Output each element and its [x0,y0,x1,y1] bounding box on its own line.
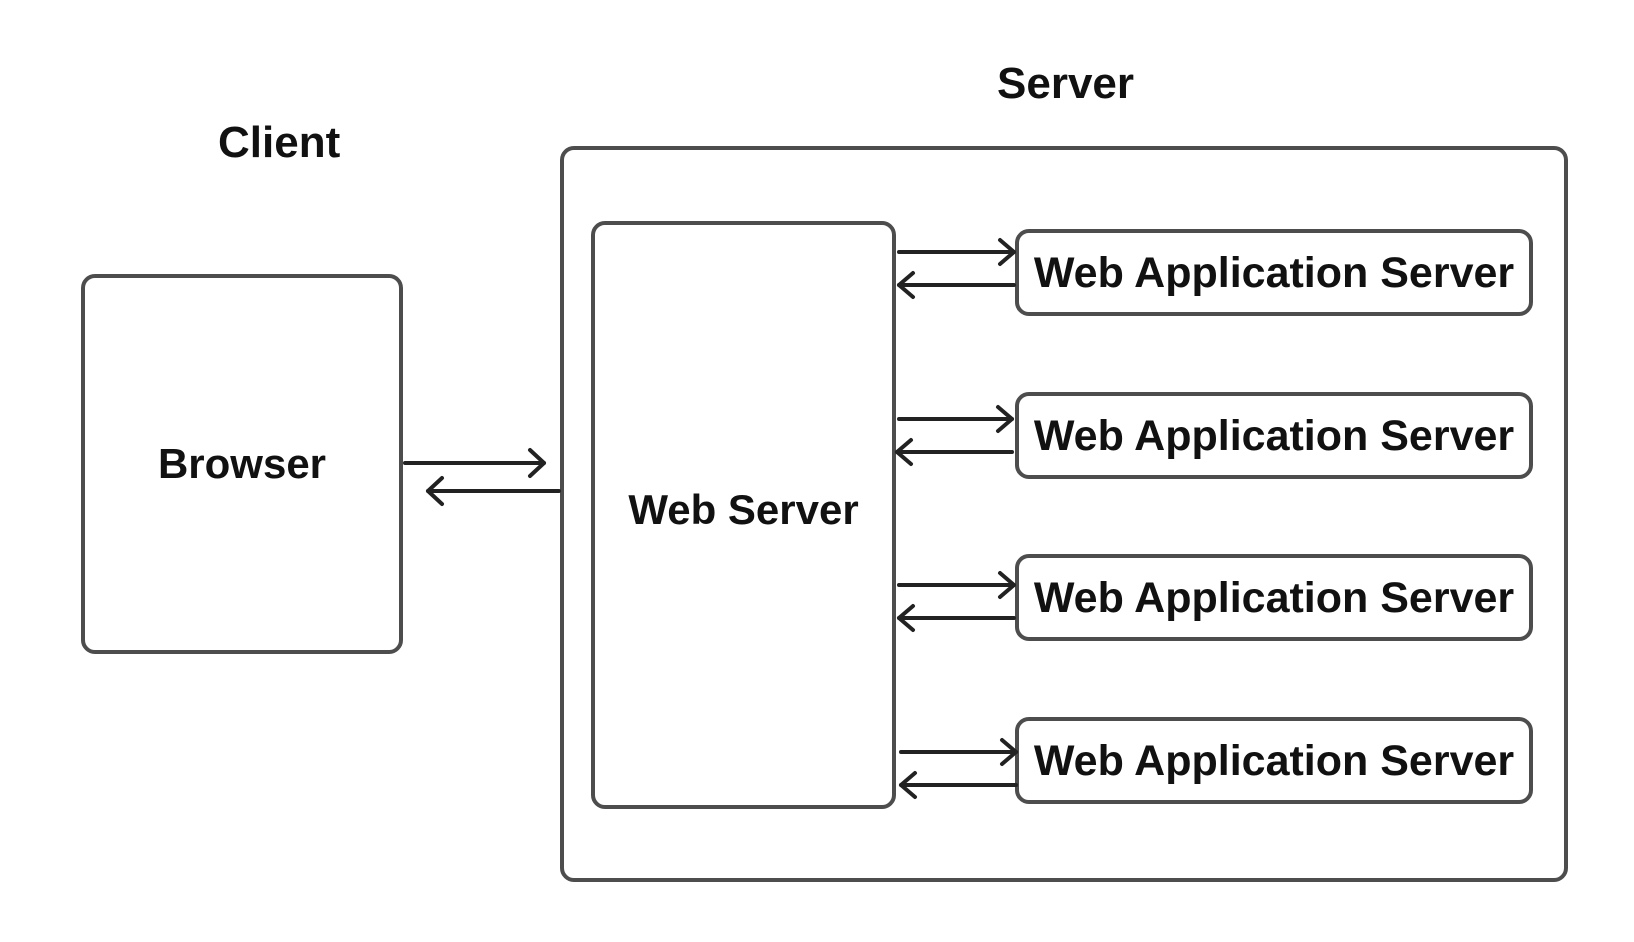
web-app-server-box-4: Web Application Server [1015,717,1533,804]
web-app-server-label-4: Web Application Server [1033,737,1515,785]
web-app-server-box-3: Web Application Server [1015,554,1533,641]
web-app-server-box-2: Web Application Server [1015,392,1533,479]
server-heading: Server [997,59,1135,108]
web-app-server-label-1: Web Application Server [1033,249,1515,297]
web-app-server-box-1: Web Application Server [1015,229,1533,316]
webserver-to-browser-arrow [426,476,561,506]
client-heading: Client [218,118,341,167]
web-app-server-label-2: Web Application Server [1033,412,1515,460]
web-server-label: Web Server [628,486,859,533]
browser-to-webserver-arrow [403,448,546,478]
browser-label: Browser [157,440,327,487]
browser-box: Browser [81,274,403,654]
web-app-server-label-3: Web Application Server [1033,574,1515,622]
web-server-box: Web Server [591,221,896,809]
